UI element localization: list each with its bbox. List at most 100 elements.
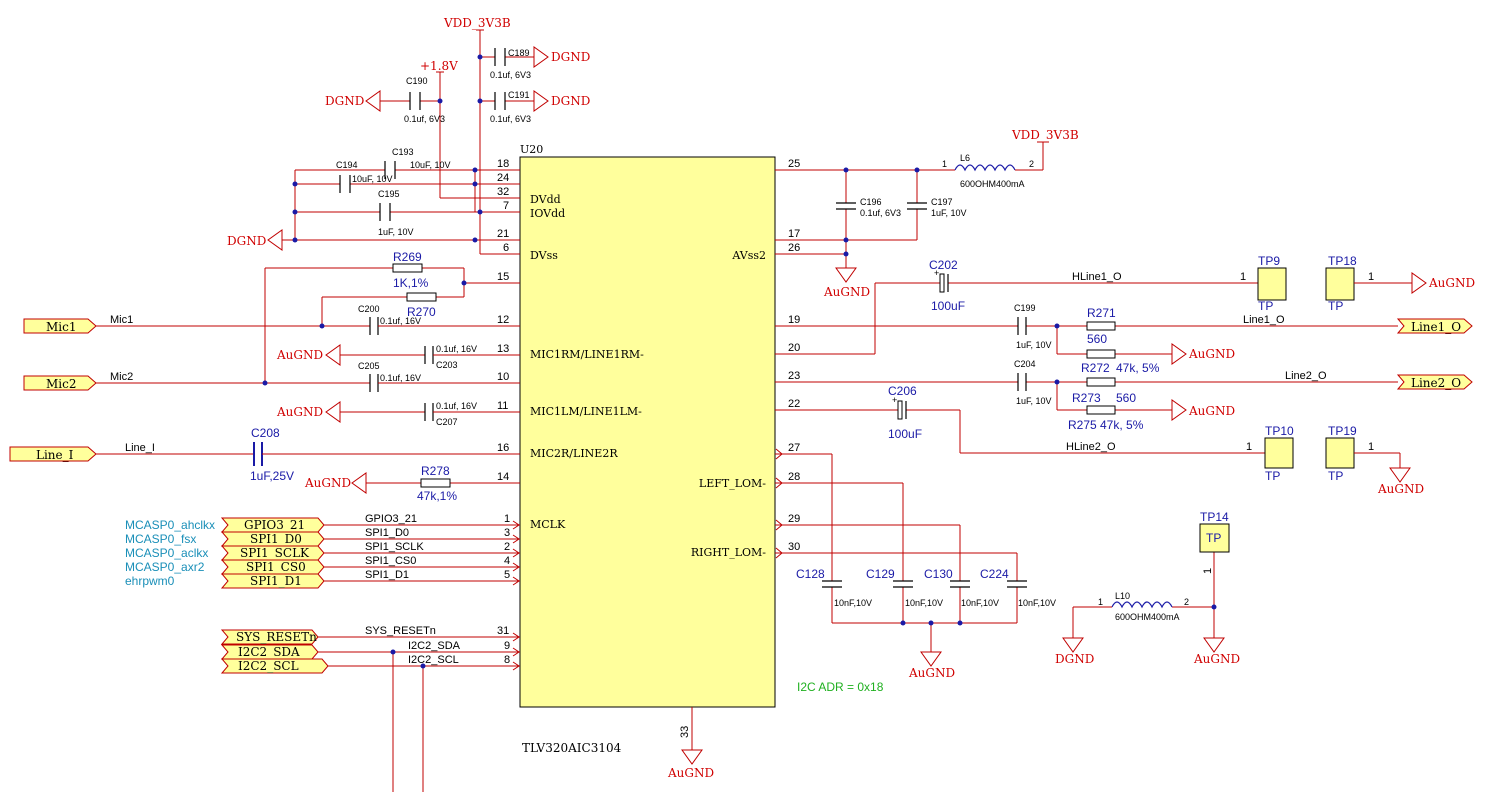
r272-ref: R272 [1081,361,1110,375]
cap-c128 [822,580,842,588]
c204-val: 1uF, 10V [1016,396,1052,406]
net-line1-o: Line1_O [1243,314,1285,326]
r278-val: 47k,1% [417,489,457,503]
pin-num-6: 6 [503,242,509,254]
pin-label-iovdd: IOVdd [530,207,565,220]
hline2-wires [775,409,1265,454]
c224-val: 10nF,10V [1018,598,1056,608]
tp18-label: TP [1328,299,1343,313]
resistor-r269 [392,263,423,273]
dgnd-label-l10: DGND [1055,652,1094,666]
junction-l10 [1211,604,1217,610]
c130-val: 10nF,10V [961,598,999,608]
agnd-symbol-avss [835,267,857,283]
testpoint-tp9 [1257,267,1287,301]
port-i2c2-sda-label: I2C2_SDA [238,645,300,659]
net-spi1-cs0: SPI1_CS0 [365,555,416,567]
c205-val: 0.1uf, 16V [380,373,421,383]
tp19-wire [1354,452,1401,468]
c189-ref: C189 [508,48,530,58]
cap-c196 [836,202,856,210]
port-spi1-d1-label: SPI1_D1 [250,574,302,588]
c197-val: 1uF, 10V [931,208,967,218]
cap-c199 [1017,317,1027,335]
pin-num-3: 3 [504,527,510,539]
port-spi1-d0-label: SPI1_D0 [250,532,302,546]
pin-label-mclk: MCLK [530,518,566,531]
resistor-r272 [1086,349,1116,359]
r275-val: 47k, 5% [1100,418,1144,432]
l10-wires [1072,552,1215,638]
port-mic1-label: Mic1 [46,320,76,334]
svg-text:+: + [892,395,897,405]
tp19-pin: 1 [1368,441,1374,453]
cap-c203 [424,346,434,364]
r271-ref: R271 [1087,306,1116,320]
c129-val: 10nF,10V [905,598,943,608]
tp10-label: TP [1265,469,1280,483]
tp10-pin: 1 [1246,441,1252,453]
agnd-symbol-tp19 [1389,467,1411,483]
port-spi1-sclk-label: SPI1_SCLK [240,546,310,560]
tp14-label: TP [1206,531,1221,545]
c196-ref: C196 [860,197,882,207]
pin-label-dvss: DVss [530,249,558,262]
pin-num-22: 22 [788,398,800,410]
pin-label-dvdd: DVdd [530,193,561,206]
vdd-3v3b-top-label: VDD_3V3B [443,16,511,30]
inductor-l10 [1111,601,1173,609]
pin-num-21: 21 [497,228,509,240]
pin-num-32: 32 [497,186,509,198]
l10-ref: L10 [1115,591,1130,601]
resistor-r278 [420,478,451,488]
cap-c195 [379,203,391,221]
pin-num-10: 10 [497,371,509,383]
agnd-label-r278: AuGND [304,476,351,490]
agnd-symbol-pin33 [681,749,703,765]
port-mic1 [23,318,97,334]
v18-rail [380,71,444,198]
c203-val: 0.1uf, 16V [436,344,477,354]
pin-num-24: 24 [497,172,509,184]
c208-ref: C208 [251,426,280,440]
agnd-label-lom: AuGND [908,666,955,680]
c207-ref: C207 [436,417,458,427]
c190-val: 0.1uf, 6V3 [404,114,445,124]
c203-ref: C203 [436,360,458,370]
agnd-label-tp19: AuGND [1377,482,1424,496]
dgnd-label-c190: DGND [325,94,364,108]
c191-ref: C191 [508,90,530,100]
left-pin-stubs [270,169,520,667]
agnd-arrow-r278 [351,472,367,494]
net-line-i: Line_I [125,442,155,454]
port-line2-o-label: Line2_O [1411,376,1461,390]
l6-val: 600OHM400mA [960,179,1025,189]
l6-pin2: 2 [1029,159,1034,169]
r275-ref: R275 [1068,418,1097,432]
pin-num-33: 33 [679,726,691,738]
pin-num-17: 17 [788,228,800,240]
r269-val: 1K,1% [393,276,429,290]
svg-text:+: + [934,268,939,278]
pin-label-mic2r: MIC2R/LINE2R [530,447,618,460]
pin-label-mic1lm: MIC1LM/LINE1LM- [530,405,642,418]
cap-c204 [1017,373,1027,391]
pin-num-1: 1 [504,513,510,525]
pin-num-5: 5 [504,569,510,581]
r271-val: 560 [1087,332,1107,346]
l6-ref: L6 [960,153,970,163]
pin-num-4: 4 [504,555,510,567]
agnd-arrow-c203 [325,344,341,366]
junction-scl [420,663,426,669]
pin-num-23: 23 [788,370,800,382]
dgnd-arrow-top1 [533,46,549,68]
junction-dots-lom [900,620,963,626]
resistor-r270 [406,292,437,302]
tp14-pin: 1 [1202,568,1214,574]
cap-c206: + [892,395,907,420]
i2c-drops [392,652,424,792]
tp9-ref: TP9 [1258,254,1280,268]
dgnd-arrow-top2 [533,90,549,112]
c224-ref: C224 [980,567,1009,581]
